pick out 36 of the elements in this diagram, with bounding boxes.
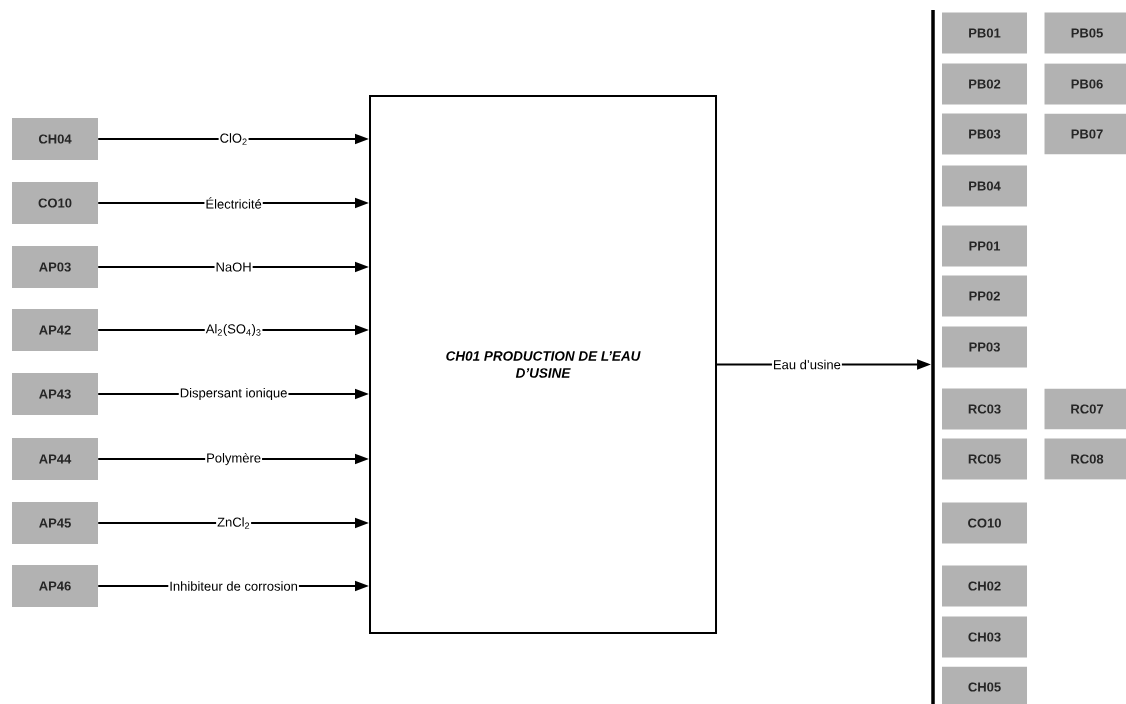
- destination-box: PB03: [942, 113, 1027, 155]
- destination-box: PB07: [1044, 113, 1126, 155]
- destination-box: PP01: [942, 225, 1027, 267]
- source-box: AP44: [12, 438, 98, 480]
- destination-box: PB04: [942, 165, 1027, 207]
- edge-label: ClO$_{2}$: [218, 132, 249, 146]
- edge-label: NaOH: [214, 261, 253, 273]
- destination-box: CO10: [942, 502, 1027, 544]
- source-box: AP03: [12, 246, 98, 288]
- source-box: AP43: [12, 373, 98, 415]
- edge-label: Polymère: [205, 451, 263, 467]
- destination-box: PB02: [942, 63, 1027, 105]
- destination-box: RC07: [1044, 388, 1126, 430]
- edge-label: Al$_{2}$(SO$_{4}$)$_{3}$: [204, 322, 263, 338]
- source-box: AP46: [12, 565, 98, 607]
- destination-box: PP02: [942, 275, 1027, 317]
- source-box: CO10: [12, 182, 98, 224]
- destination-box: PB05: [1044, 12, 1126, 54]
- destination-box: CH03: [942, 616, 1027, 658]
- edge-label: Électricité: [204, 196, 263, 210]
- edge-label: Eau d’usine: [771, 358, 842, 371]
- process-box: CH01 PRODUCTION DE L’EAU D’USINE: [369, 95, 717, 634]
- destination-box: PP03: [942, 326, 1027, 368]
- edge-label: ZnCl$_{2}$: [216, 516, 252, 530]
- edge-label: Inhibiteur de corrosion: [168, 580, 299, 592]
- source-box: AP45: [12, 502, 98, 544]
- source-box: AP42: [12, 309, 98, 351]
- destination-box: RC08: [1044, 438, 1126, 480]
- destination-box: PB01: [942, 12, 1027, 54]
- destination-box: PB06: [1044, 63, 1126, 105]
- destination-box: CH05: [942, 666, 1027, 704]
- edge-label: Dispersant ionique: [178, 386, 289, 402]
- destination-box: RC03: [942, 388, 1027, 430]
- destination-box: CH02: [942, 565, 1027, 607]
- destination-box: RC05: [942, 438, 1027, 480]
- source-box: CH04: [12, 118, 98, 160]
